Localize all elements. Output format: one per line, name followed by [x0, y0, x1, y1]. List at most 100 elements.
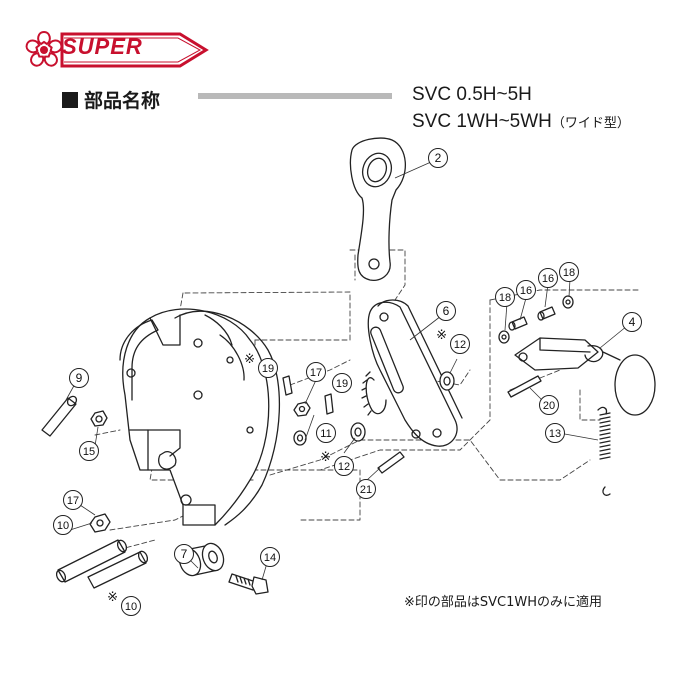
part-16-screw-right	[537, 306, 556, 321]
callout-circle	[174, 544, 194, 564]
callout-circle	[622, 312, 642, 332]
callout-part-4: 4	[622, 312, 642, 332]
frame-side-plates	[119, 308, 281, 526]
part-19-pin-left	[282, 375, 293, 396]
callout-number: 7	[181, 547, 188, 561]
part-2-eye-link	[349, 137, 407, 281]
part-18-nut-right	[562, 295, 574, 309]
callout-circle	[334, 456, 354, 476]
callout-part-10b: 10※	[107, 589, 141, 616]
callout-part-17a: 17	[63, 490, 83, 510]
callout-circle	[516, 280, 536, 300]
callout-part-14: 14	[260, 547, 280, 567]
part-9-pin	[41, 395, 78, 437]
callout-number: 13	[549, 428, 561, 440]
part-4-shackle-ring	[514, 337, 656, 416]
callout-circle	[63, 490, 83, 510]
callout-part-10a: 10	[53, 515, 73, 535]
part-15-nut	[90, 410, 108, 427]
callout-number: 17	[310, 367, 322, 379]
callout-number: 2	[435, 151, 442, 165]
part-13-spring	[597, 406, 611, 496]
part-18-nut-left	[498, 330, 510, 344]
part-12-washer-left	[350, 422, 366, 442]
callout-circle	[316, 423, 336, 443]
callout-number: 9	[76, 371, 83, 385]
callout-number: 11	[320, 428, 331, 440]
callout-part-6: 6	[436, 301, 456, 321]
part-17-nut-upper	[293, 401, 311, 417]
cherry-blossom-icon	[25, 30, 63, 67]
part-10-pin-standard	[55, 539, 128, 583]
callout-number: 16	[520, 285, 532, 297]
callout-circle	[258, 358, 278, 378]
part-10-pin-wide	[87, 550, 149, 589]
callout-circle	[559, 262, 579, 282]
callout-part-18a: 18	[495, 287, 515, 307]
callout-circle	[450, 334, 470, 354]
callout-number: 6	[443, 304, 450, 318]
part-12-washer-right	[439, 371, 455, 391]
callout-number: 19	[336, 378, 348, 390]
model-range-wide: SVC 1WH~5WH（ワイド型）	[412, 111, 630, 133]
callout-part-15: 15	[79, 441, 99, 461]
callout-circle	[53, 515, 73, 535]
callout-number: 17	[67, 495, 79, 507]
optional-part-marker: ※	[320, 449, 331, 464]
section-title: 部品名称	[62, 86, 160, 113]
callout-circle	[538, 268, 558, 288]
callout-circle	[436, 301, 456, 321]
title-divider-bar	[198, 93, 392, 99]
callout-number: 12	[338, 461, 350, 473]
part-14-bolt	[228, 573, 269, 595]
part-11-washer	[293, 430, 307, 446]
callout-circle	[79, 441, 99, 461]
callout-number: 19	[262, 363, 274, 375]
callout-number: 12	[454, 339, 466, 351]
part-16-screw-left	[508, 316, 528, 331]
callout-number: 14	[264, 552, 276, 564]
part-21-pin	[377, 451, 405, 474]
callout-circle	[545, 423, 565, 443]
callout-part-13: 13	[545, 423, 565, 443]
callout-part-21: 21	[356, 479, 376, 499]
callout-number: 18	[499, 292, 511, 304]
optional-part-marker: ※	[436, 327, 447, 342]
callout-number: 15	[83, 446, 95, 458]
part-6-cam-lever	[361, 299, 463, 447]
model-range-wide-suffix: （ワイド型）	[551, 116, 630, 131]
callout-part-12b: 12 ※	[320, 449, 354, 476]
part-callouts: 246791010※1112※12※13141516161717181819※1…	[53, 148, 642, 616]
super-logo	[25, 30, 209, 68]
logo-arrow-frame	[60, 32, 209, 68]
callout-number: 21	[360, 484, 372, 496]
callout-part-16a: 16	[516, 280, 536, 300]
callout-part-9: 9	[69, 368, 89, 388]
callout-circle	[495, 287, 515, 307]
square-bullet-icon	[62, 91, 78, 108]
callout-circle	[260, 547, 280, 567]
callout-part-20: 20	[539, 395, 559, 415]
callout-part-11: 11	[316, 423, 336, 443]
model-range-standard: SVC 0.5H~5H	[412, 84, 532, 105]
callout-part-2: 2	[428, 148, 448, 168]
optional-part-marker: ※	[244, 351, 255, 366]
part-19-pin-right	[324, 393, 334, 415]
callout-number: 4	[629, 315, 636, 329]
callout-number: 20	[543, 400, 555, 412]
section-title-text: 部品名称	[84, 90, 161, 112]
callout-part-12a: 12 ※	[436, 327, 470, 354]
callout-part-16b: 16	[538, 268, 558, 288]
callout-part-18b: 18	[559, 262, 579, 282]
callout-number: 10	[57, 520, 69, 532]
callout-part-19b: 19	[332, 373, 352, 393]
applicability-footnote: ※印の部品はSVC1WHのみに適用	[404, 595, 603, 610]
callout-number: 16	[542, 273, 554, 285]
optional-part-marker: ※	[107, 589, 118, 604]
callout-circle	[428, 148, 448, 168]
part-20-pin	[507, 375, 542, 398]
model-range-wide-text: SVC 1WH~5WH	[412, 111, 552, 132]
callout-part-7: 7	[174, 544, 194, 564]
